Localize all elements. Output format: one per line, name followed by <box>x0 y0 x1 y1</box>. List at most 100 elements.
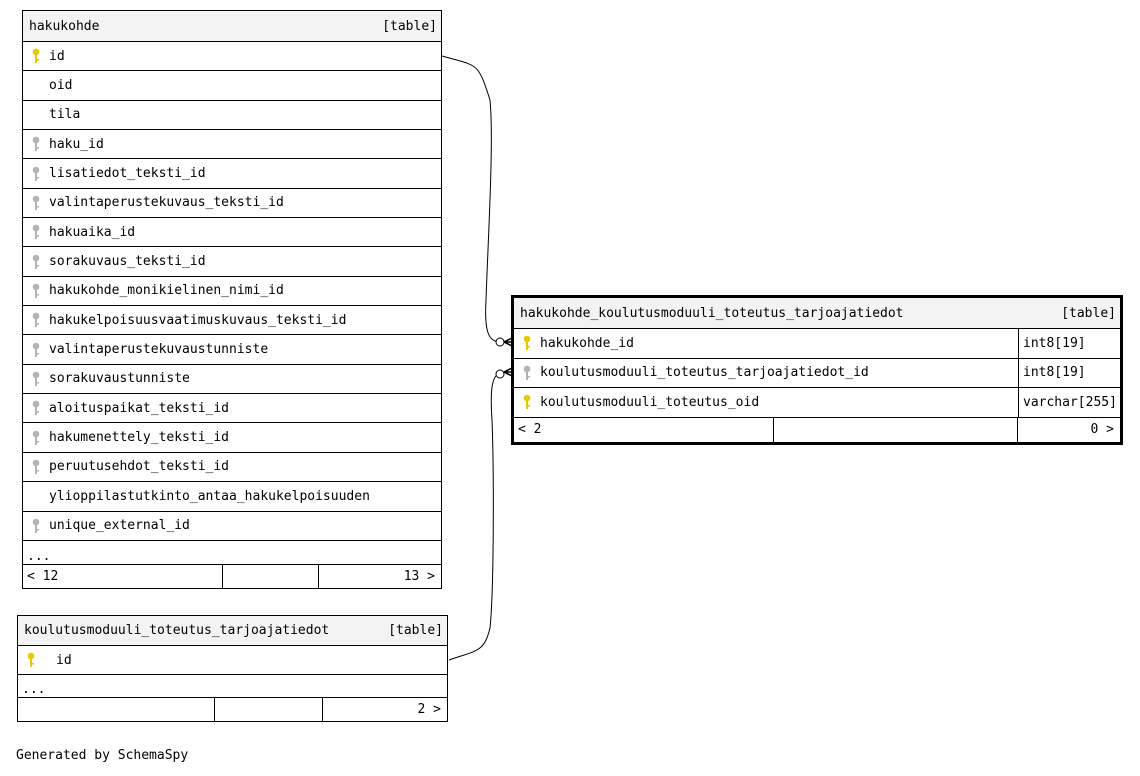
column-row[interactable]: id <box>23 42 441 72</box>
column-list: id <box>18 646 447 675</box>
foreign-key-icon <box>514 365 540 381</box>
column-name: tila <box>49 107 81 123</box>
column-row[interactable]: hakukohde_id int8[19] <box>514 329 1120 359</box>
column-name: hakumenettely_teksti_id <box>49 430 230 446</box>
table-footer: < 12 13 > <box>23 564 441 588</box>
column-row[interactable]: koulutusmoduuli_toteutus_tarjoajatiedot_… <box>514 358 1120 388</box>
foreign-key-icon <box>23 254 49 270</box>
relation-hakukohde-optional-marker <box>495 337 505 347</box>
relation-tarjoaja-to-link <box>448 373 499 661</box>
table-footer: 2 > <box>18 698 447 721</box>
column-name: oid <box>49 78 73 94</box>
more-columns-ellipsis: ... <box>23 541 441 565</box>
column-row[interactable]: tila <box>23 101 441 131</box>
primary-key-icon <box>18 652 44 668</box>
foreign-key-icon <box>23 166 49 182</box>
children-count[interactable]: 2 > <box>417 702 441 717</box>
children-count[interactable]: 0 > <box>1090 422 1114 437</box>
column-row[interactable]: valintaperustekuvaustunniste <box>23 335 441 365</box>
foreign-key-icon <box>23 430 49 446</box>
table-hakukohde-koulutusmoduuli-toteutus-tarjoajatiedot[interactable]: hakukohde_koulutusmoduuli_toteutus_tarjo… <box>511 295 1123 445</box>
column-name: koulutusmoduuli_toteutus_oid <box>540 394 760 410</box>
column-name: valintaperustekuvaustunniste <box>49 342 269 358</box>
column-name: peruutusehdot_teksti_id <box>49 459 230 475</box>
primary-key-icon <box>514 335 540 351</box>
parents-count[interactable]: < 2 <box>514 417 774 442</box>
table-kind: [table] <box>1061 305 1116 321</box>
column-row[interactable]: aloituspaikat_teksti_id <box>23 394 441 424</box>
table-kind: [table] <box>388 623 443 638</box>
column-name: sorakuvaustunniste <box>49 371 190 387</box>
column-name: hakukohde_id <box>540 335 634 351</box>
relation-tarjoaja-optional-marker <box>495 369 505 379</box>
table-kind: [table] <box>382 18 437 34</box>
column-row[interactable]: valintaperustekuvaus_teksti_id <box>23 189 441 219</box>
foreign-key-icon <box>23 312 49 328</box>
column-name: sorakuvaus_teksti_id <box>49 254 206 270</box>
column-row[interactable]: haku_id <box>23 130 441 160</box>
column-row[interactable]: hakukelpoisuusvaatimuskuvaus_teksti_id <box>23 306 441 336</box>
relation-hakukohde-many-marker <box>503 337 513 347</box>
table-header[interactable]: hakukohde [table] <box>23 11 441 42</box>
foreign-key-icon <box>23 342 49 358</box>
table-name: hakukohde_koulutusmoduuli_toteutus_tarjo… <box>520 305 904 321</box>
footer-middle <box>223 564 319 588</box>
table-name: koulutusmoduuli_toteutus_tarjoajatiedot <box>24 623 330 638</box>
foreign-key-icon <box>23 224 49 240</box>
foreign-key-icon <box>23 459 49 475</box>
table-name: hakukohde <box>29 18 100 34</box>
footer-middle <box>774 417 1018 442</box>
relation-hakukohde-to-link <box>441 55 499 343</box>
foreign-key-icon <box>23 371 49 387</box>
column-name: ylioppilastutkinto_antaa_hakukelpoisuude… <box>49 488 370 504</box>
table-header[interactable]: hakukohde_koulutusmoduuli_toteutus_tarjo… <box>514 298 1120 329</box>
column-name: hakukelpoisuusvaatimuskuvaus_teksti_id <box>49 312 347 328</box>
column-row[interactable]: sorakuvaus_teksti_id <box>23 247 441 277</box>
foreign-key-icon <box>23 400 49 416</box>
table-footer: < 2 0 > <box>514 417 1120 442</box>
parents-count[interactable]: < 12 <box>23 564 223 588</box>
column-row[interactable]: ylioppilastutkinto_antaa_hakukelpoisuude… <box>23 482 441 512</box>
primary-key-icon <box>514 394 540 410</box>
column-name: koulutusmoduuli_toteutus_tarjoajatiedot_… <box>540 365 869 381</box>
primary-key-icon <box>23 48 49 64</box>
column-row[interactable]: hakumenettely_teksti_id <box>23 423 441 453</box>
column-type: int8[19] <box>1018 329 1120 358</box>
foreign-key-icon <box>23 518 49 534</box>
column-row[interactable]: id <box>18 646 447 675</box>
column-name: hakukohde_monikielinen_nimi_id <box>49 283 284 299</box>
column-name: aloituspaikat_teksti_id <box>49 400 230 416</box>
column-name: hakuaika_id <box>49 224 136 240</box>
relation-tarjoaja-many-marker <box>503 367 513 377</box>
parents-count[interactable] <box>18 698 215 721</box>
column-name: unique_external_id <box>49 518 190 534</box>
column-type: varchar[255] <box>1018 388 1120 417</box>
column-name: valintaperustekuvaus_teksti_id <box>49 195 284 211</box>
column-name: id <box>49 48 65 64</box>
column-row[interactable]: lisatiedot_teksti_id <box>23 159 441 189</box>
generated-by-credit[interactable]: Generated by SchemaSpy <box>16 748 189 763</box>
column-type: int8[19] <box>1018 358 1120 387</box>
column-name: lisatiedot_teksti_id <box>49 166 206 182</box>
column-name: id <box>56 652 72 668</box>
foreign-key-icon <box>23 195 49 211</box>
column-row[interactable]: oid <box>23 71 441 101</box>
column-row[interactable]: unique_external_id <box>23 512 441 541</box>
column-row[interactable]: hakuaika_id <box>23 218 441 248</box>
more-columns-ellipsis: ... <box>18 675 447 698</box>
column-row[interactable]: sorakuvaustunniste <box>23 365 441 395</box>
footer-middle <box>215 698 323 721</box>
column-name: haku_id <box>49 136 104 152</box>
table-header[interactable]: koulutusmoduuli_toteutus_tarjoajatiedot … <box>18 616 447 646</box>
column-row[interactable]: hakukohde_monikielinen_nimi_id <box>23 277 441 307</box>
foreign-key-icon <box>23 283 49 299</box>
column-row[interactable]: peruutusehdot_teksti_id <box>23 453 441 483</box>
column-row[interactable]: koulutusmoduuli_toteutus_oid varchar[255] <box>514 388 1120 418</box>
table-koulutusmoduuli-toteutus-tarjoajatiedot[interactable]: koulutusmoduuli_toteutus_tarjoajatiedot … <box>17 615 448 722</box>
foreign-key-icon <box>23 136 49 152</box>
children-count[interactable]: 13 > <box>403 568 435 584</box>
